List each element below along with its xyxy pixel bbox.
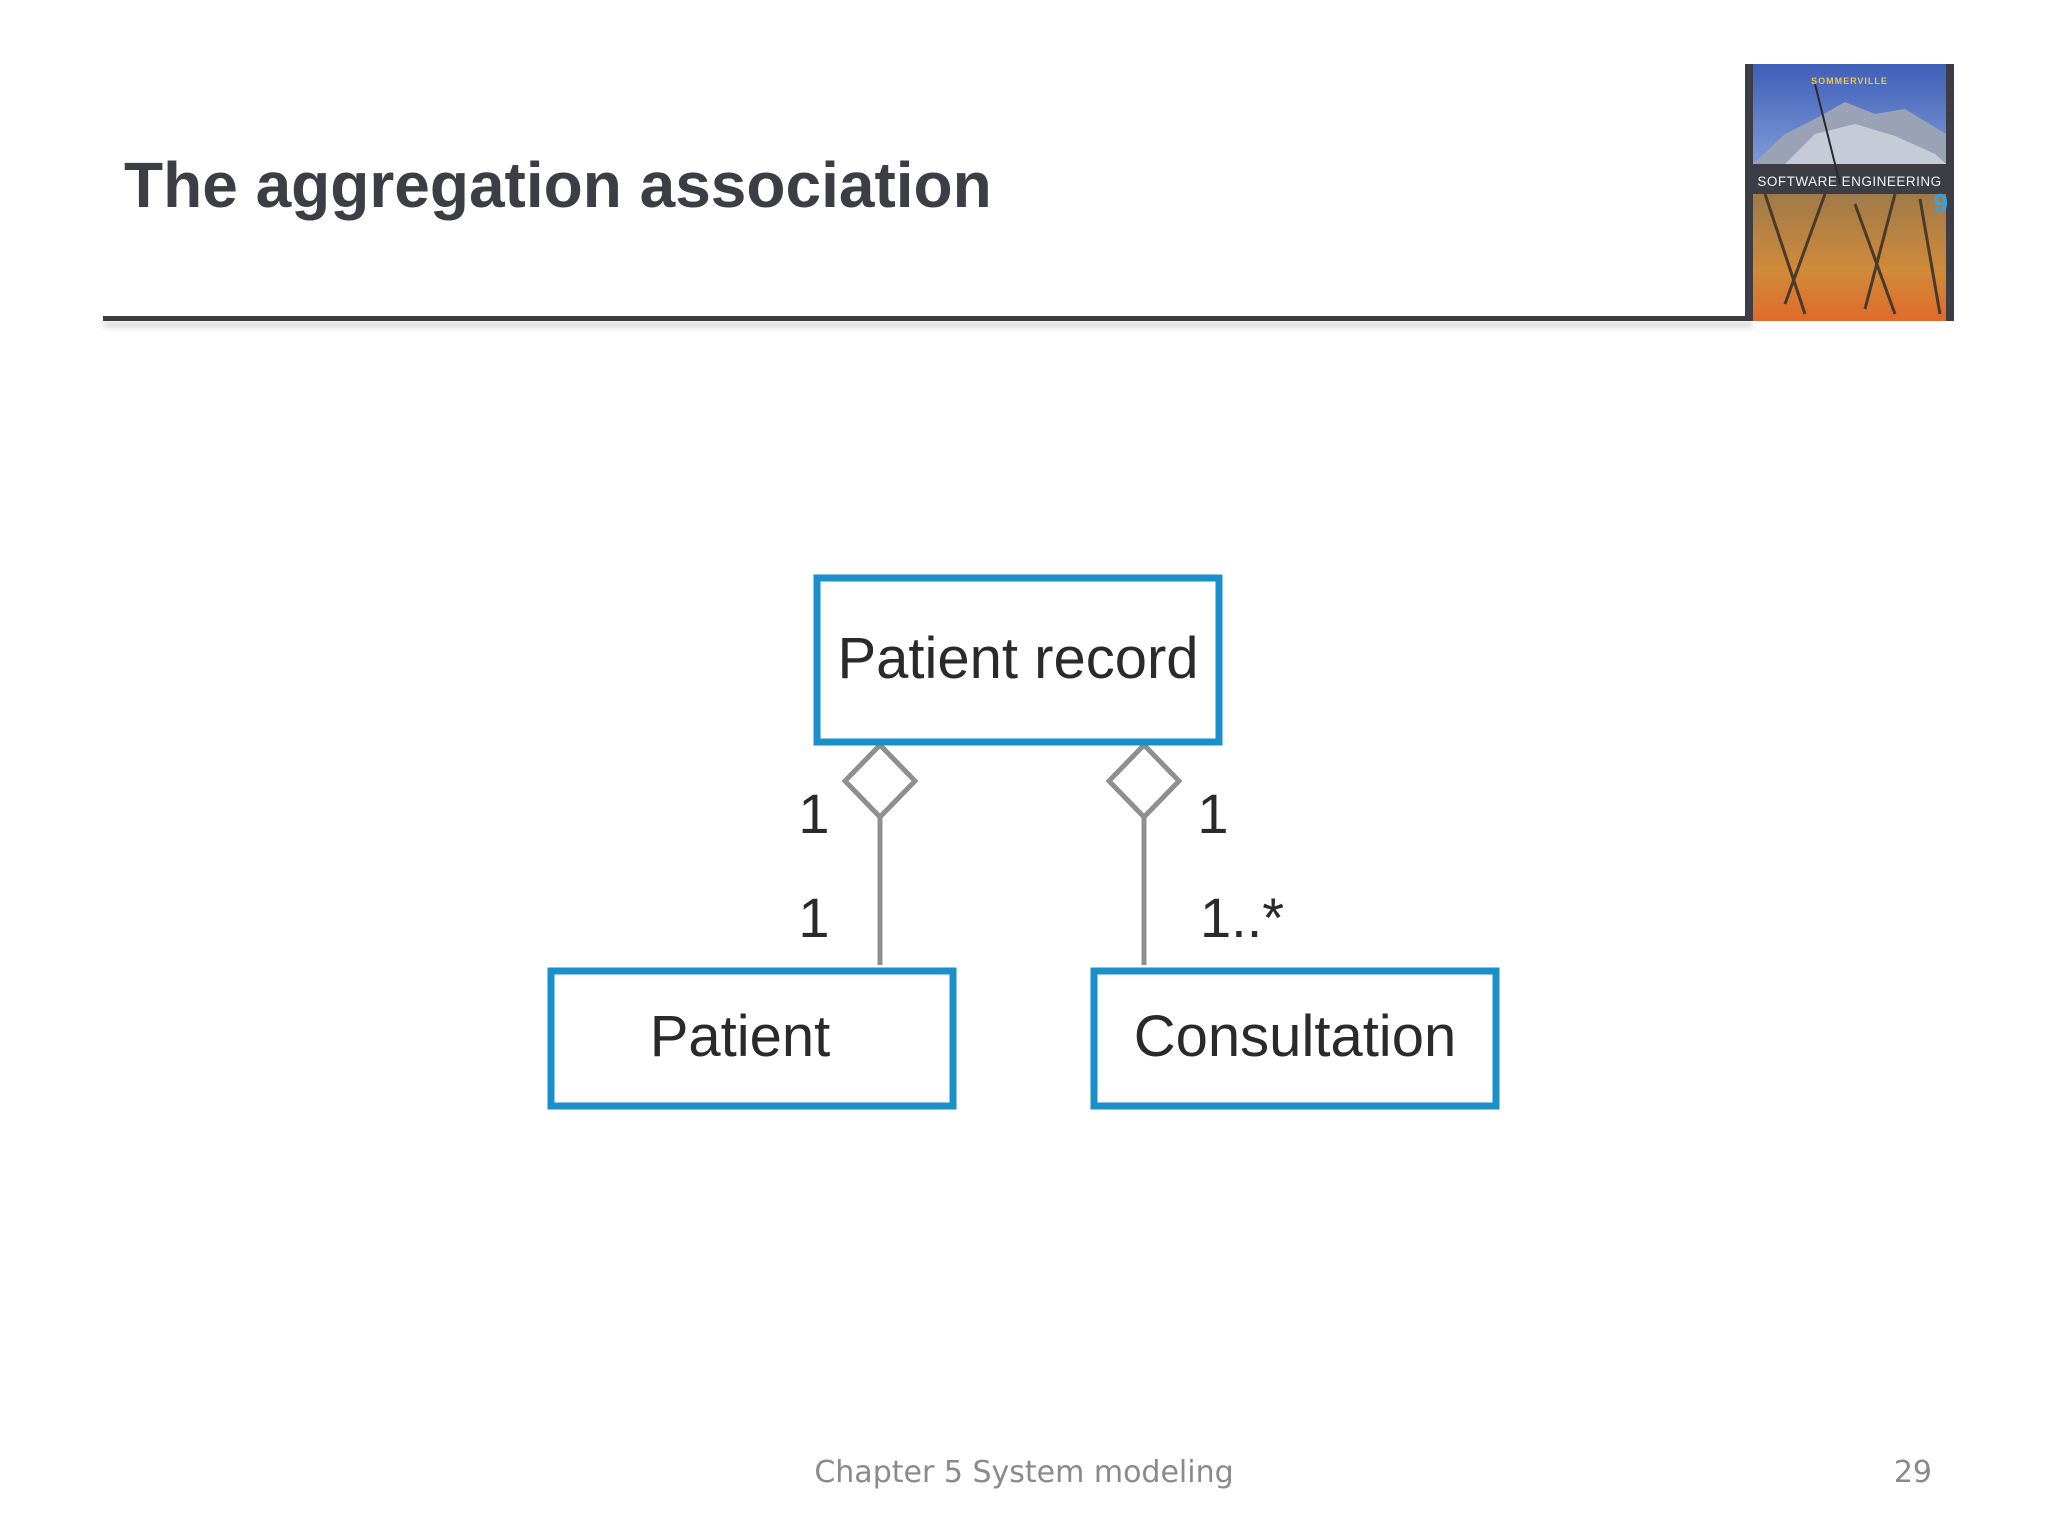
multiplicity-record-consultation-whole: 1 xyxy=(1197,782,1228,845)
cover-title: SOFTWARE ENGINEERING xyxy=(1757,174,1942,189)
book-cover-image: SOMMERVILLE SOFTWARE ENGINEERING 9 xyxy=(1745,64,1954,321)
footer-chapter: Chapter 5 System modeling xyxy=(814,1455,1234,1490)
aggregation-diamond-consultation xyxy=(1105,741,1183,821)
class-label-patient-record: Patient record xyxy=(837,626,1198,691)
multiplicity-record-patient-whole: 1 xyxy=(798,782,829,845)
cover-author: SOMMERVILLE xyxy=(1811,76,1888,86)
aggregation-diamond-patient xyxy=(841,741,919,821)
multiplicity-record-consultation-part: 1..* xyxy=(1200,886,1284,949)
class-label-consultation: Consultation xyxy=(1134,1004,1456,1069)
page-number: 29 xyxy=(1893,1455,1932,1490)
title-underline xyxy=(103,316,1753,321)
class-patient-record: Patient record xyxy=(813,574,1223,746)
multiplicity-record-patient-part: 1 xyxy=(798,886,829,949)
class-consultation: Consultation xyxy=(1090,967,1500,1110)
slide-title: The aggregation association xyxy=(124,149,992,221)
cover-edition: 9 xyxy=(1933,188,1948,218)
class-patient: Patient xyxy=(547,967,957,1110)
book-cover-art xyxy=(1745,64,1954,321)
class-label-patient: Patient xyxy=(650,1004,831,1069)
